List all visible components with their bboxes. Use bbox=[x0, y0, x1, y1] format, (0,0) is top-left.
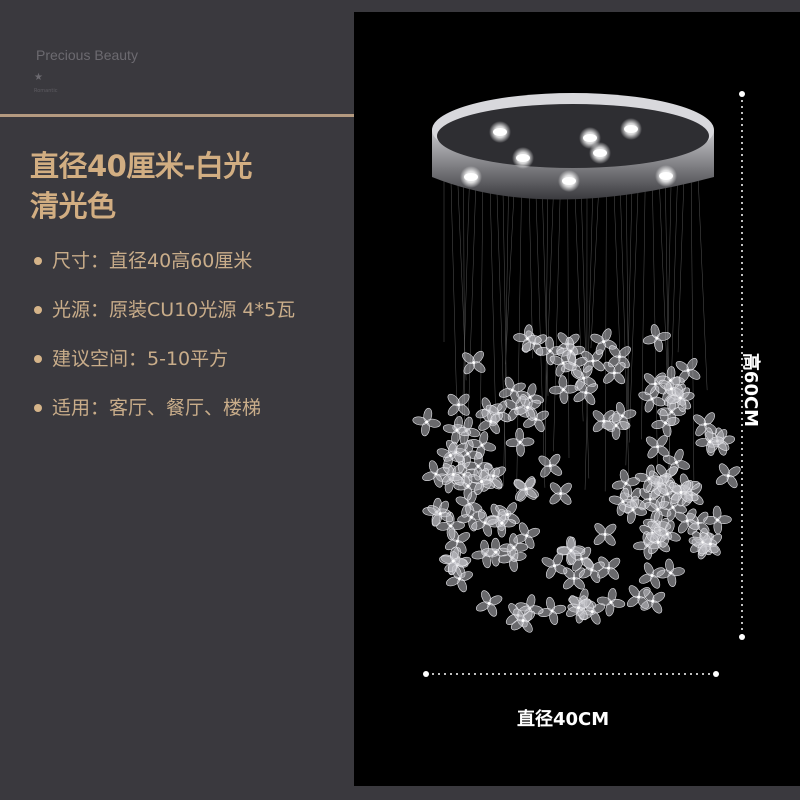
crystal-flower bbox=[462, 350, 486, 375]
crystal-flower bbox=[674, 508, 700, 534]
title-line-1: 直径40厘米-白光 bbox=[30, 149, 252, 183]
crystal-flower bbox=[566, 595, 591, 621]
crystal-flower bbox=[659, 493, 687, 522]
crystal-flower bbox=[651, 408, 680, 438]
light-bulb bbox=[620, 118, 642, 140]
brand-tagline: Romantic bbox=[34, 88, 58, 94]
crystal-flower bbox=[597, 556, 621, 580]
crystal-flower bbox=[505, 428, 535, 457]
crystal-flower bbox=[698, 532, 723, 556]
light-bulb bbox=[460, 166, 482, 188]
bullet-icon bbox=[34, 354, 42, 363]
crystal-flower bbox=[549, 349, 577, 377]
crystal-flower bbox=[513, 324, 542, 353]
crystal-flower bbox=[573, 380, 599, 405]
crystal-flower bbox=[442, 416, 472, 445]
crystal-flower bbox=[695, 427, 724, 456]
crystal-flower bbox=[471, 509, 499, 537]
light-bulb bbox=[558, 170, 580, 192]
crystal-flower bbox=[412, 407, 441, 437]
crystal-flower bbox=[593, 523, 617, 546]
crystal-flower bbox=[675, 358, 701, 383]
width-label: 直径40CM bbox=[517, 709, 610, 730]
brand-name: Precious Beauty bbox=[36, 47, 138, 63]
title-line-2: 清光色 bbox=[30, 189, 116, 223]
bullet-icon bbox=[34, 305, 42, 314]
crystal-flower bbox=[475, 590, 503, 617]
light-bulb bbox=[512, 147, 534, 169]
crystal-flower bbox=[538, 453, 563, 478]
crystal-flower bbox=[603, 361, 626, 385]
product-title: 直径40厘米-白光 清光色 bbox=[30, 146, 252, 226]
star-icon: ★ bbox=[34, 72, 43, 83]
crystal-flower bbox=[514, 394, 541, 421]
crystal-flower bbox=[427, 500, 454, 527]
light-bulb bbox=[589, 142, 611, 164]
crystal-flower bbox=[513, 476, 539, 502]
light-bulb bbox=[489, 121, 511, 143]
crystal-flower bbox=[422, 460, 450, 488]
crystal-flower bbox=[441, 463, 465, 486]
crystal-flower bbox=[499, 533, 529, 562]
spec-label: 光源： bbox=[52, 298, 110, 321]
height-label: 高60CM bbox=[740, 352, 761, 428]
crystal-flower bbox=[436, 441, 465, 470]
spec-value: 客厅、餐厅、楼梯 bbox=[109, 396, 262, 419]
crystal-flower bbox=[715, 463, 741, 489]
crystal-flower bbox=[549, 375, 578, 404]
bullet-icon bbox=[34, 256, 42, 265]
crystal-flower bbox=[590, 328, 617, 355]
crystal-flower bbox=[498, 376, 526, 404]
light-bulb bbox=[655, 165, 677, 187]
crystal-flower bbox=[556, 536, 586, 565]
crystal-flower bbox=[538, 596, 567, 625]
spec-label: 适用： bbox=[52, 396, 110, 419]
spec-item: 光源：原装CU10光源 4*5瓦 bbox=[34, 285, 295, 334]
crystal-flower bbox=[653, 520, 681, 548]
chandelier-image bbox=[412, 91, 745, 677]
crystal-flower bbox=[645, 434, 670, 459]
spec-label: 建议空间： bbox=[52, 347, 148, 370]
crystal-flower bbox=[446, 565, 473, 593]
spec-item: 尺寸：直径40高60厘米 bbox=[34, 236, 295, 285]
crystal-flower bbox=[549, 482, 572, 505]
crystal-flower bbox=[510, 608, 536, 633]
crystal-flower bbox=[669, 480, 693, 505]
crystal-flower bbox=[666, 383, 695, 412]
crystal-flower bbox=[626, 585, 651, 609]
crystal-flower bbox=[634, 464, 664, 493]
crystal-flower bbox=[642, 324, 671, 353]
spec-label: 尺寸： bbox=[52, 249, 110, 272]
crystal-flower bbox=[478, 409, 504, 434]
spec-value: 直径40高60厘米 bbox=[109, 249, 253, 272]
crystal-flower bbox=[447, 393, 470, 416]
bullet-icon bbox=[34, 403, 42, 412]
product-photo-panel bbox=[354, 12, 800, 786]
crystal-flower bbox=[468, 468, 496, 496]
crystal-flower bbox=[541, 552, 568, 579]
crystal-flower bbox=[638, 562, 666, 589]
spec-value: 5-10平方 bbox=[147, 347, 229, 370]
crystal-flower bbox=[607, 345, 631, 369]
divider bbox=[0, 114, 354, 117]
crystal-flower bbox=[601, 411, 631, 440]
crystal-flower bbox=[439, 546, 468, 576]
spec-item: 建议空间：5-10平方 bbox=[34, 334, 295, 383]
spec-value: 原装CU10光源 4*5瓦 bbox=[109, 298, 296, 321]
crystal-flower bbox=[608, 487, 637, 516]
crystal-flower bbox=[481, 537, 510, 567]
spec-item: 适用：客厅、餐厅、楼梯 bbox=[34, 383, 295, 432]
crystal-flower bbox=[596, 588, 626, 617]
spec-list: 尺寸：直径40高60厘米 光源：原装CU10光源 4*5瓦 建议空间：5-10平… bbox=[34, 236, 295, 432]
